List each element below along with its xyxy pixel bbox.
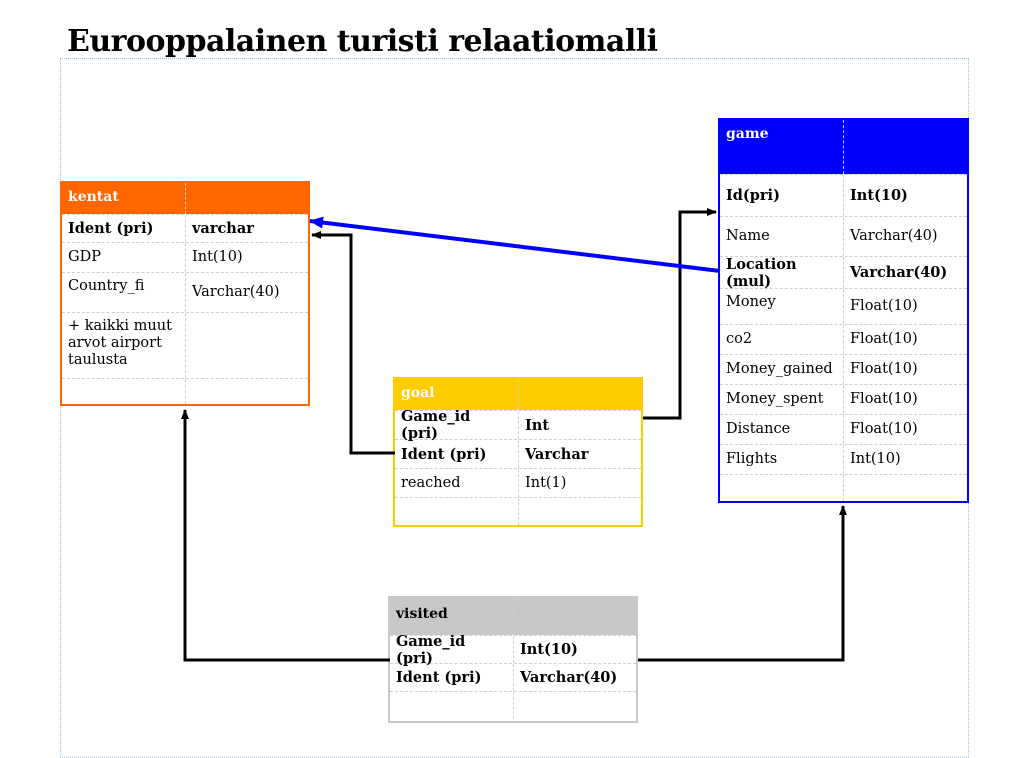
column-name <box>720 475 844 501</box>
column-name: Ident (pri) <box>390 664 514 691</box>
arrow-game-location-to-kentat <box>309 216 721 273</box>
relation-arrows <box>181 208 847 662</box>
column-type: Varchar(40) <box>192 284 280 300</box>
column-name: Flights <box>720 445 844 474</box>
column-name <box>390 692 514 719</box>
table-row: Country_fi Varchar(40) <box>62 272 308 312</box>
column-type: Float(10) <box>850 391 918 407</box>
table-name: goal <box>395 379 519 410</box>
column-type: Varchar(40) <box>850 228 938 244</box>
table-visited: visited Game_id (pri) Int(10) Ident (pri… <box>388 596 638 723</box>
column-type: Int(10) <box>850 451 901 467</box>
column-name: Game_id (pri) <box>390 633 514 667</box>
table-row <box>62 378 308 404</box>
column-type: Float(10) <box>850 298 918 314</box>
column-name: + kaikki muut arvot airport taulusta <box>62 313 186 378</box>
table-row: Distance Float(10) <box>720 414 967 444</box>
table-header: kentat <box>62 183 308 214</box>
table-name: visited <box>390 598 514 635</box>
column-name: Id(pri) <box>720 175 844 216</box>
column-name: Ident (pri) <box>395 440 519 468</box>
arrow-goal-gameid-to-game <box>643 208 717 420</box>
column-name: GDP <box>62 243 186 272</box>
table-row: Flights Int(10) <box>720 444 967 474</box>
table-header: visited <box>390 598 636 635</box>
table-name: kentat <box>62 183 186 214</box>
table-row <box>395 497 641 525</box>
column-type: Varchar(40) <box>520 669 618 686</box>
column-name: Location (mul) <box>720 256 844 290</box>
column-type: Int(10) <box>850 187 908 204</box>
table-row: Money_spent Float(10) <box>720 384 967 414</box>
diagram-title: Eurooppalainen turisti relaatiomalli <box>67 24 658 59</box>
column-name: Ident (pri) <box>62 215 186 242</box>
table-row <box>390 691 636 719</box>
table-row: Ident (pri) varchar <box>62 214 308 242</box>
table-row: Location (mul) Varchar(40) <box>720 256 967 290</box>
table-row: + kaikki muut arvot airport taulusta <box>62 312 308 378</box>
arrow-visited-ident-to-kentat <box>181 409 390 662</box>
column-name: reached <box>395 469 519 497</box>
column-type: Float(10) <box>850 361 918 377</box>
table-header: game <box>720 120 967 174</box>
table-row: Name Varchar(40) <box>720 216 967 256</box>
column-type: Float(10) <box>850 421 918 437</box>
column-name: Money_spent <box>720 385 844 414</box>
column-name: co2 <box>720 325 844 354</box>
column-type: Int(10) <box>192 249 243 265</box>
arrow-visited-gameid-to-game <box>638 505 847 662</box>
column-type: Float(10) <box>850 331 918 347</box>
column-name: Name <box>720 217 844 256</box>
table-row: Money_gained Float(10) <box>720 354 967 384</box>
column-name <box>395 498 519 525</box>
arrow-goal-ident-to-kentat <box>311 231 395 455</box>
column-name: Money <box>720 289 844 324</box>
column-name: Game_id (pri) <box>395 408 519 442</box>
table-row: Ident (pri) Varchar(40) <box>390 663 636 691</box>
table-name: game <box>720 120 844 174</box>
table-goal: goal Game_id (pri) Int Ident (pri) Varch… <box>393 377 643 527</box>
column-type: Int(10) <box>520 641 578 658</box>
column-type: Varchar <box>525 445 589 463</box>
column-name: Money_gained <box>720 355 844 384</box>
table-row: Game_id (pri) Int <box>395 408 641 442</box>
column-type: Int <box>525 416 550 434</box>
table-row: GDP Int(10) <box>62 242 308 272</box>
column-name: Country_fi <box>62 273 186 312</box>
table-row: Ident (pri) Varchar <box>395 439 641 468</box>
table-game: game Id(pri) Int(10) Name Varchar(40) Lo… <box>718 118 969 503</box>
column-type: Int(1) <box>525 474 567 491</box>
table-row: reached Int(1) <box>395 468 641 497</box>
table-row <box>720 474 967 501</box>
column-name: Distance <box>720 415 844 444</box>
table-header: goal <box>395 379 641 410</box>
table-row: co2 Float(10) <box>720 324 967 354</box>
column-type: varchar <box>192 220 254 237</box>
column-name <box>62 379 186 404</box>
column-type: Varchar(40) <box>850 264 948 281</box>
table-kentat: kentat Ident (pri) varchar GDP Int(10) C… <box>60 181 310 406</box>
table-row: Id(pri) Int(10) <box>720 174 967 216</box>
table-row: Money Float(10) <box>720 288 967 324</box>
table-row: Game_id (pri) Int(10) <box>390 633 636 667</box>
